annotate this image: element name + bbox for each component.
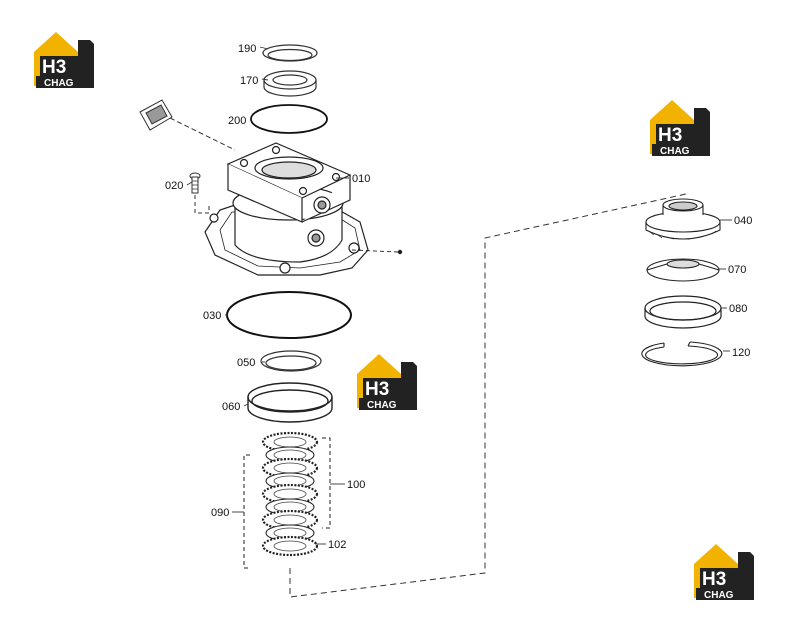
cone-washer-070 [646,258,720,282]
svg-text:H3: H3 [702,569,726,590]
disc-bore [273,449,307,461]
disc-bore [273,501,307,513]
svg-text:H3: H3 [365,379,389,400]
label-102: 102 [328,539,346,551]
disc-bore [273,436,307,448]
gear-hub-040 [645,198,721,240]
ring-080 [644,295,722,329]
disc-bore [273,527,307,539]
disc-bore [273,475,307,487]
disc-bore [273,514,307,526]
label-080: 080 [729,303,747,315]
label-090: 090 [211,507,229,519]
label-200: 200 [228,115,246,127]
label-020: 020 [165,180,183,192]
label-060: 060 [222,401,240,413]
o-ring-030 [226,291,352,339]
disc-pack [243,431,331,569]
svg-text:CHAG: CHAG [660,146,690,157]
svg-text:CHAG: CHAG [367,400,397,411]
seal-170 [263,70,317,97]
label-030: 030 [203,310,221,322]
ring-190 [262,44,318,62]
label-120: 120 [732,347,750,359]
bolt-020 [189,172,210,214]
label-100: 100 [347,479,365,491]
label-050: 050 [237,357,255,369]
snap-ring-120 [641,341,723,367]
watermark-logo-top-right: H3 CHAG [650,100,710,157]
svg-text:H3: H3 [42,57,66,78]
label-170: 170 [240,75,258,87]
svg-text:H3: H3 [658,125,682,146]
ring-060 [247,382,333,423]
o-ring-200 [250,104,328,134]
assembly-dashed-line [289,193,687,598]
disc-bore [273,488,307,500]
svg-text:CHAG: CHAG [44,78,74,89]
label-070: 070 [728,264,746,276]
gasket-plate [139,99,236,151]
housing-010 [204,142,403,276]
label-040: 040 [734,215,752,227]
label-190: 190 [238,43,256,55]
svg-text:CHAG: CHAG [704,590,734,601]
watermark-logo-top-left: H3 CHAG [34,32,94,89]
watermark-logo-bottom-right: H3 CHAG [694,544,754,601]
snap-ring-050 [260,350,322,372]
disc-bore [273,462,307,474]
disc-bore [273,540,307,552]
label-010: 010 [352,173,370,185]
watermark-logo-center: H3 CHAG [357,354,417,411]
